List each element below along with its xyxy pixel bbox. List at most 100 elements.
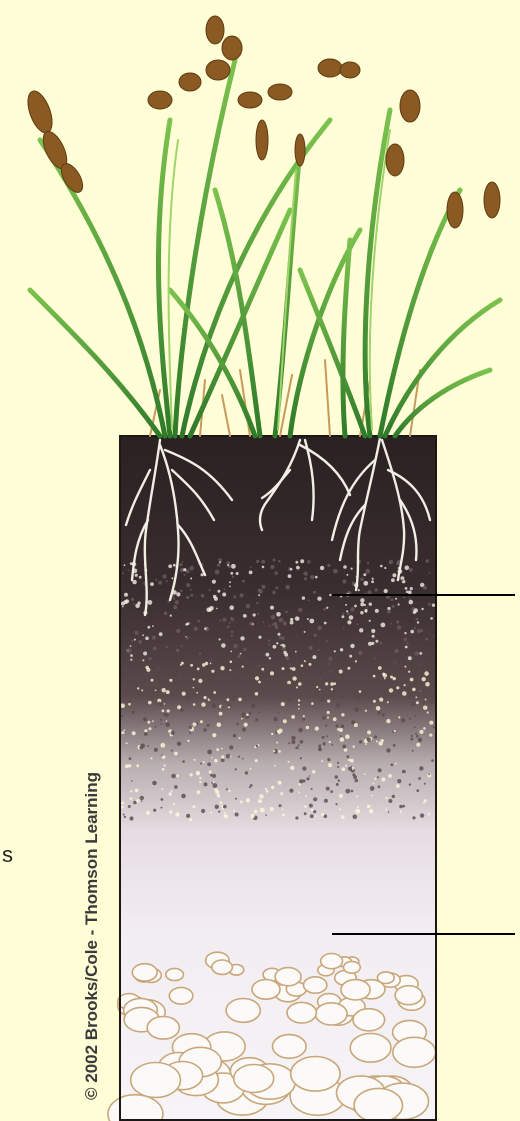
soil-speckle xyxy=(127,648,132,653)
soil-speckle xyxy=(317,626,321,630)
soil-speckle xyxy=(278,560,281,563)
soil-speckle xyxy=(285,585,290,590)
soil-speckle xyxy=(240,593,244,597)
soil-speckle xyxy=(286,656,290,660)
soil-speckle xyxy=(409,598,411,600)
soil-speckle xyxy=(217,723,222,728)
soil-speckle xyxy=(262,566,265,569)
soil-speckle xyxy=(423,727,426,730)
soil-speckle xyxy=(221,705,224,708)
soil-speckle xyxy=(124,729,126,731)
soil-speckle xyxy=(358,589,360,591)
soil-speckle xyxy=(242,728,246,732)
soil-speckle xyxy=(300,559,304,563)
soil-speckle xyxy=(153,809,156,812)
soil-speckle xyxy=(241,718,243,720)
soil-speckle xyxy=(310,575,314,579)
soil-speckle xyxy=(313,810,316,813)
soil-speckle xyxy=(408,591,412,595)
soil-speckle xyxy=(433,727,435,729)
soil-speckle xyxy=(295,816,298,819)
soil-speckle xyxy=(201,685,205,689)
soil-speckle xyxy=(240,801,243,804)
soil-speckle xyxy=(160,723,162,725)
soil-speckle xyxy=(238,673,241,676)
soil-speckle xyxy=(327,758,330,761)
soil-speckle xyxy=(258,594,260,596)
soil-speckle xyxy=(212,774,216,778)
soil-speckle xyxy=(353,775,357,779)
soil-speckle xyxy=(235,813,239,817)
soil-speckle xyxy=(216,608,218,610)
soil-speckle xyxy=(278,633,281,636)
soil-speckle xyxy=(322,736,325,739)
soil-speckle xyxy=(248,686,251,689)
soil-speckle xyxy=(323,742,326,745)
soil-speckle xyxy=(180,664,182,666)
soil-speckle xyxy=(155,726,157,728)
soil-speckle xyxy=(148,701,152,705)
soil-speckle xyxy=(140,796,144,800)
soil-speckle xyxy=(169,810,172,813)
soil-speckle xyxy=(279,674,281,676)
soil-speckle xyxy=(241,713,245,717)
soil-speckle xyxy=(210,682,213,685)
soil-speckle xyxy=(161,807,163,809)
soil-speckle xyxy=(298,704,300,706)
soil-speckle xyxy=(268,639,270,641)
soil-speckle xyxy=(278,781,282,785)
soil-speckle xyxy=(307,560,311,564)
soil-speckle xyxy=(429,734,432,737)
soil-speckle xyxy=(363,581,368,586)
soil-speckle xyxy=(393,744,396,747)
soil-speckle xyxy=(347,613,350,616)
soil-speckle xyxy=(409,718,411,720)
soil-speckle xyxy=(304,812,307,815)
soil-speckle xyxy=(339,670,343,674)
soil-speckle xyxy=(297,569,299,571)
soil-speckle xyxy=(251,703,256,708)
soil-speckle xyxy=(327,711,330,714)
soil-speckle xyxy=(388,799,392,803)
soil-speckle xyxy=(219,561,221,563)
soil-speckle xyxy=(183,568,186,571)
soil-speckle xyxy=(228,706,230,708)
soil-speckle xyxy=(268,644,270,646)
soil-speckle xyxy=(209,589,211,591)
soil-speckle xyxy=(233,644,237,648)
soil-speckle xyxy=(129,816,133,820)
soil-speckle xyxy=(350,607,354,611)
soil-speckle xyxy=(298,708,300,710)
soil-speckle xyxy=(231,564,236,569)
soil-speckle xyxy=(212,704,216,708)
soil-speckle xyxy=(261,560,265,564)
soil-speckle xyxy=(257,664,261,668)
soil-speckle xyxy=(180,708,184,712)
soil-speckle xyxy=(270,606,274,610)
soil-speckle xyxy=(320,677,324,681)
soil-speckle xyxy=(348,767,352,771)
soil-speckle xyxy=(138,601,141,604)
soil-speckle xyxy=(175,812,179,816)
pebble xyxy=(147,1017,179,1040)
soil-speckle xyxy=(333,569,338,574)
soil-speckle xyxy=(325,607,327,609)
soil-speckle xyxy=(271,615,276,620)
soil-speckle xyxy=(202,663,206,667)
soil-speckle xyxy=(165,722,170,727)
soil-speckle xyxy=(121,806,124,809)
soil-speckle xyxy=(331,744,333,746)
soil-speckle xyxy=(233,810,235,812)
soil-speckle xyxy=(290,621,294,625)
soil-speckle xyxy=(290,766,294,770)
soil-speckle xyxy=(142,671,144,673)
soil-speckle xyxy=(343,694,346,697)
soil-speckle xyxy=(146,668,150,672)
soil-speckle xyxy=(290,568,293,571)
soil-speckle xyxy=(312,655,316,659)
soil-speckle xyxy=(149,696,153,700)
soil-speckle xyxy=(347,755,350,758)
soil-speckle xyxy=(314,634,317,637)
soil-speckle xyxy=(384,589,388,593)
